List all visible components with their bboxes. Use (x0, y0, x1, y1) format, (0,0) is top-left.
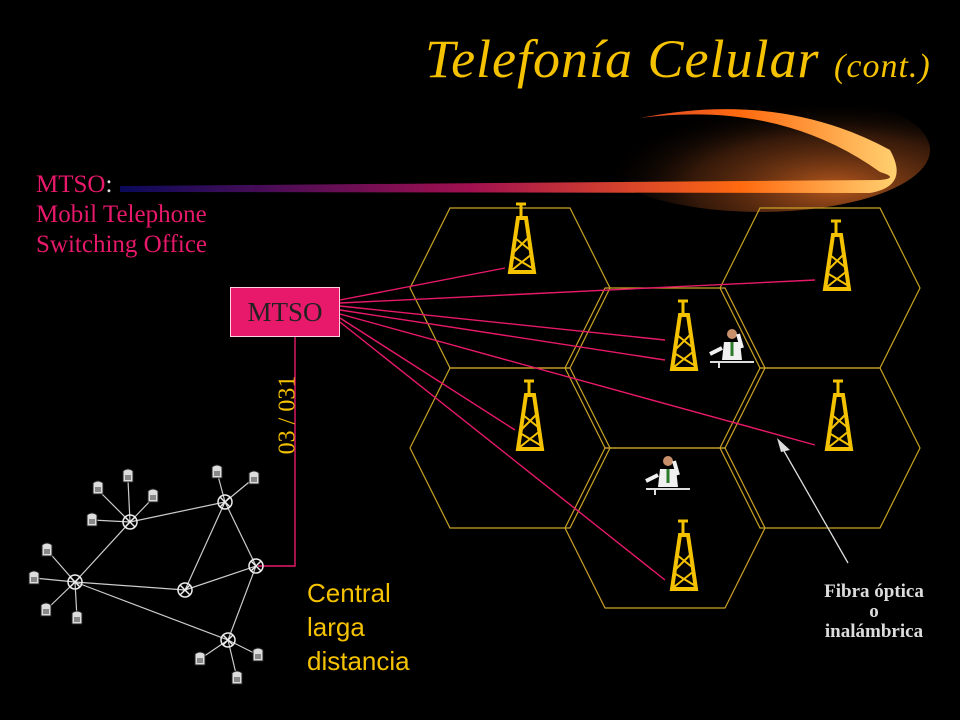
trunk-label: 03 / 031 (274, 375, 301, 455)
mtso-box: MTSO (230, 287, 340, 337)
cell-grid (409, 207, 921, 609)
cell-tower-icon (516, 379, 544, 451)
link-type-label: Fibra óptica o inalámbrica (800, 582, 948, 642)
cell-hex (564, 447, 766, 609)
cell-tower-icon (508, 202, 536, 274)
link-pointer-arrowhead (777, 438, 790, 452)
mtso-expansion-line2: Switching Office (36, 231, 208, 258)
cell-hex (409, 367, 611, 529)
mtso-definition: MTSO: Mobil Telephone Switching Office (36, 170, 207, 260)
telephone-icon (122, 468, 134, 483)
person-at-desk-icon (644, 454, 692, 497)
central-label-line3: distancia (307, 646, 410, 676)
mtso-box-label: MTSO (247, 296, 323, 327)
cell-tower-icon (823, 219, 851, 291)
switch-node-icon (220, 632, 236, 648)
title-suffix: (cont.) (834, 48, 931, 85)
page-title: Telefonía Celular (cont.) (425, 28, 931, 90)
telephone-icon (252, 647, 264, 662)
cell-hex (409, 207, 611, 369)
swoosh-streak (120, 109, 897, 193)
central-label-line1: Central (307, 578, 391, 608)
link-pointer-line (779, 443, 849, 564)
central-label-line2: larga (307, 612, 365, 642)
person-at-desk-icon (708, 327, 756, 370)
cell-tower-icon (670, 519, 698, 591)
central-label: Central larga distancia (307, 576, 410, 678)
telephone-icon (248, 470, 260, 485)
title-main: Telefonía Celular (425, 29, 820, 89)
mtso-expansion-line1: Mobil Telephone (36, 201, 207, 228)
telephone-icon (40, 602, 52, 617)
mtso-links (339, 267, 816, 581)
telephone-icon (92, 480, 104, 495)
switch-node-icon (217, 494, 233, 510)
cell-tower-icon (670, 299, 698, 371)
telephone-icon (86, 512, 98, 527)
cell-hex (719, 367, 921, 529)
cell-hex (564, 287, 766, 449)
telephone-icon (211, 464, 223, 479)
cell-hex (719, 207, 921, 369)
telephone-icon (41, 542, 53, 557)
trunk-line (258, 337, 296, 567)
telephone-icon (28, 570, 40, 585)
link-label-line3: inalámbrica (824, 621, 924, 642)
trunk-label-container: 03 / 031 (268, 350, 308, 480)
mtso-colon: : (105, 171, 113, 198)
telephone-icon (231, 670, 243, 685)
telephone-icon (194, 651, 206, 666)
link-label-line1: Fibra óptica (824, 581, 924, 602)
telephone-icon (147, 488, 159, 503)
cell-tower-icon (825, 379, 853, 451)
telephone-icon (71, 610, 83, 625)
mtso-abbr: MTSO (36, 171, 106, 198)
link-label-line2: o (869, 601, 879, 622)
